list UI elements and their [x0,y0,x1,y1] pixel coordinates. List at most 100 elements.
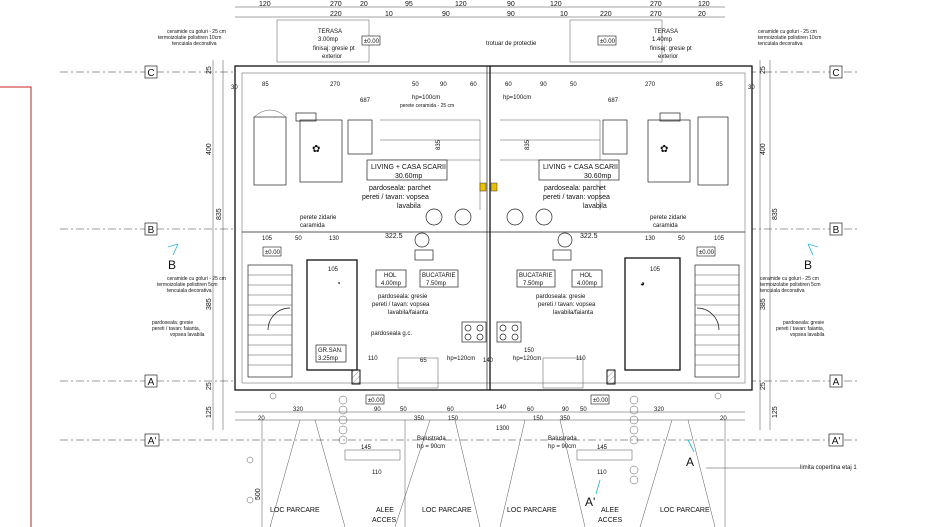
top-dim-8: 270 [650,1,662,8]
row-c-dim-0: 30 [231,85,238,91]
top-dim2-8: 20 [698,11,706,18]
dim-500: 500 [255,488,262,500]
parking-label-3: LOC PARCARE [507,507,557,514]
plant-icon: ✿ [312,144,320,155]
small-num-0: 65 [420,358,427,364]
kitchen-right-walls: pereti / tavan: vopsea [538,302,596,308]
kitchen-right-floor: pardoseala: gresie [536,294,586,300]
axis-a-right-text: A [833,377,840,388]
axis-a-prime-right-text: A' [832,436,841,447]
row-c-dim-5: 60 [470,82,477,88]
bottom-dim2-2: 150 [448,416,459,422]
terrace-left-finish: finisaj: gresie pt [313,46,355,52]
mid-dim-4: 322.5 [580,233,598,240]
left-dim-25a: 25 [206,66,213,74]
stairs-right [694,264,740,378]
living-left-walls2: lavabila [397,203,421,210]
note-termo-top-right: termoizolatie polistiren 10cm [758,35,821,41]
axis-label-c-right: C [829,65,843,79]
top-dim-4: 120 [455,1,467,8]
right-dim-835: 835 [772,208,779,220]
top-dim-7: 220 [600,11,612,18]
row-c-dim-11: 30 [748,85,755,91]
row-c-dim-7: 90 [540,82,547,88]
bottom-dim2-1: 350 [414,416,425,422]
note-termo-top-left: termoizolatie polistiren 10cm [158,35,221,41]
kitchen-left-walls2: lavabila/faianta [388,310,429,316]
wc-right-walls [624,257,681,371]
toilet-icon-left: ◔ [336,279,341,288]
terrace-left-finish2: exterior [322,54,342,60]
dim-687-right: 687 [608,98,619,104]
railing-left-dim: 145 [361,445,372,451]
bottom-dim-2: 50 [400,407,407,413]
left-dim-25b: 25 [206,382,213,390]
top-dim-2: 220 [330,11,342,18]
row-c-dim-1: 85 [262,82,269,88]
bucatarie-left-title: BUCATARIE [422,273,455,279]
pillar-left [351,369,361,385]
row-c-dim-6: 60 [505,82,512,88]
alee-label-right: ALEE [601,507,619,514]
hol-left-box [375,269,407,288]
small-dim-110-left: 110 [372,470,382,476]
living-left-floor: pardoseala: parchet [369,185,431,192]
mid-dim-1: 50 [295,236,302,242]
note-pardoseala-right: pardoseala: gresie [783,320,824,326]
mid-dims: 105 50 130 322.5 322.5 130 50 105 [262,233,725,242]
top-dim2-5: 90 [507,11,515,18]
bottom-dim2-3: 140 [496,405,507,411]
right-dim-385: 385 [760,298,767,310]
note-ceramide-mid-right: ceramide cu goluri - 25 cm [760,276,819,282]
hp100-right: hp=100cm [503,95,531,101]
left-dim-835: 835 [216,208,223,220]
grsan-box [315,344,347,363]
note-tencuiala-top-right: tencuiala decorativa [758,41,803,47]
perete-zidarie-right: perete zidarie [650,215,687,221]
hol-left-title: HOL [384,273,397,279]
hol-right-box [571,269,603,288]
bottom-dim2-0: 20 [258,416,265,422]
kitchen-left-walls: pereti / tavan: vopsea [372,302,430,308]
stair-dim-left: 835 [436,139,442,150]
level-mid-left-text: ±0.00 [265,250,281,256]
living-left-area: 30.60mp [395,173,422,180]
bottom-dim-6: 50 [580,407,587,413]
section-b-right: B [804,258,812,272]
bottom-dim-7: 320 [654,407,665,413]
living-right-walls2: lavabila [583,203,607,210]
terrace-right [569,19,663,63]
kitchen-right-walls2: lavabila/faianta [553,310,594,316]
top-dim2-7: 270 [650,11,662,18]
section-a: A [686,455,694,469]
bucatarie-right-title: BUCATARIE [519,273,552,279]
living-right-floor: pardoseala: parchet [544,185,606,192]
axis-label-b-left: B [144,222,158,236]
hp90-left: hp = 90cm [417,444,445,450]
note-ceramide-top-right: ceramide cu goluri - 25 cm [758,29,817,35]
terrace-left-title: TERASA [318,29,342,35]
hp120-right: hp=120cm [513,356,541,362]
top-dim2-6: 10 [560,11,568,18]
section-a-arrows [595,439,695,495]
terrace-right-finish2: exterior [658,54,678,60]
row-c-dim-10: 85 [716,82,723,88]
terrace-right-finish: finisaj: gresie pt [650,46,692,52]
perete-zidarie-left: perete zidarie [300,215,337,221]
top-dim-6: 120 [550,1,562,8]
note-termo-mid-left: termoizolatie polistiren 5cm [157,282,218,288]
railing-right [576,449,633,461]
mid-dim-3: 322.5 [385,233,403,240]
terrace-right-title: TERASA [654,29,678,35]
terrace-right-area: 1.40mp [652,37,673,43]
level-marker-top-right [597,35,617,46]
top-dim2-3: 90 [442,11,450,18]
living-right-area: 30.60mp [584,173,611,180]
row-c-dim-9: 270 [645,82,656,88]
row-c-dims: 30 85 270 50 90 60 60 90 50 270 85 30 [231,82,755,91]
bottom-dim-4: 60 [527,407,534,413]
parking-lines [261,419,726,527]
small-dims-lower: 65 140 150 110 110 [368,348,586,364]
top-dim-5: 90 [507,1,515,8]
right-dim-25a: 25 [760,66,767,74]
